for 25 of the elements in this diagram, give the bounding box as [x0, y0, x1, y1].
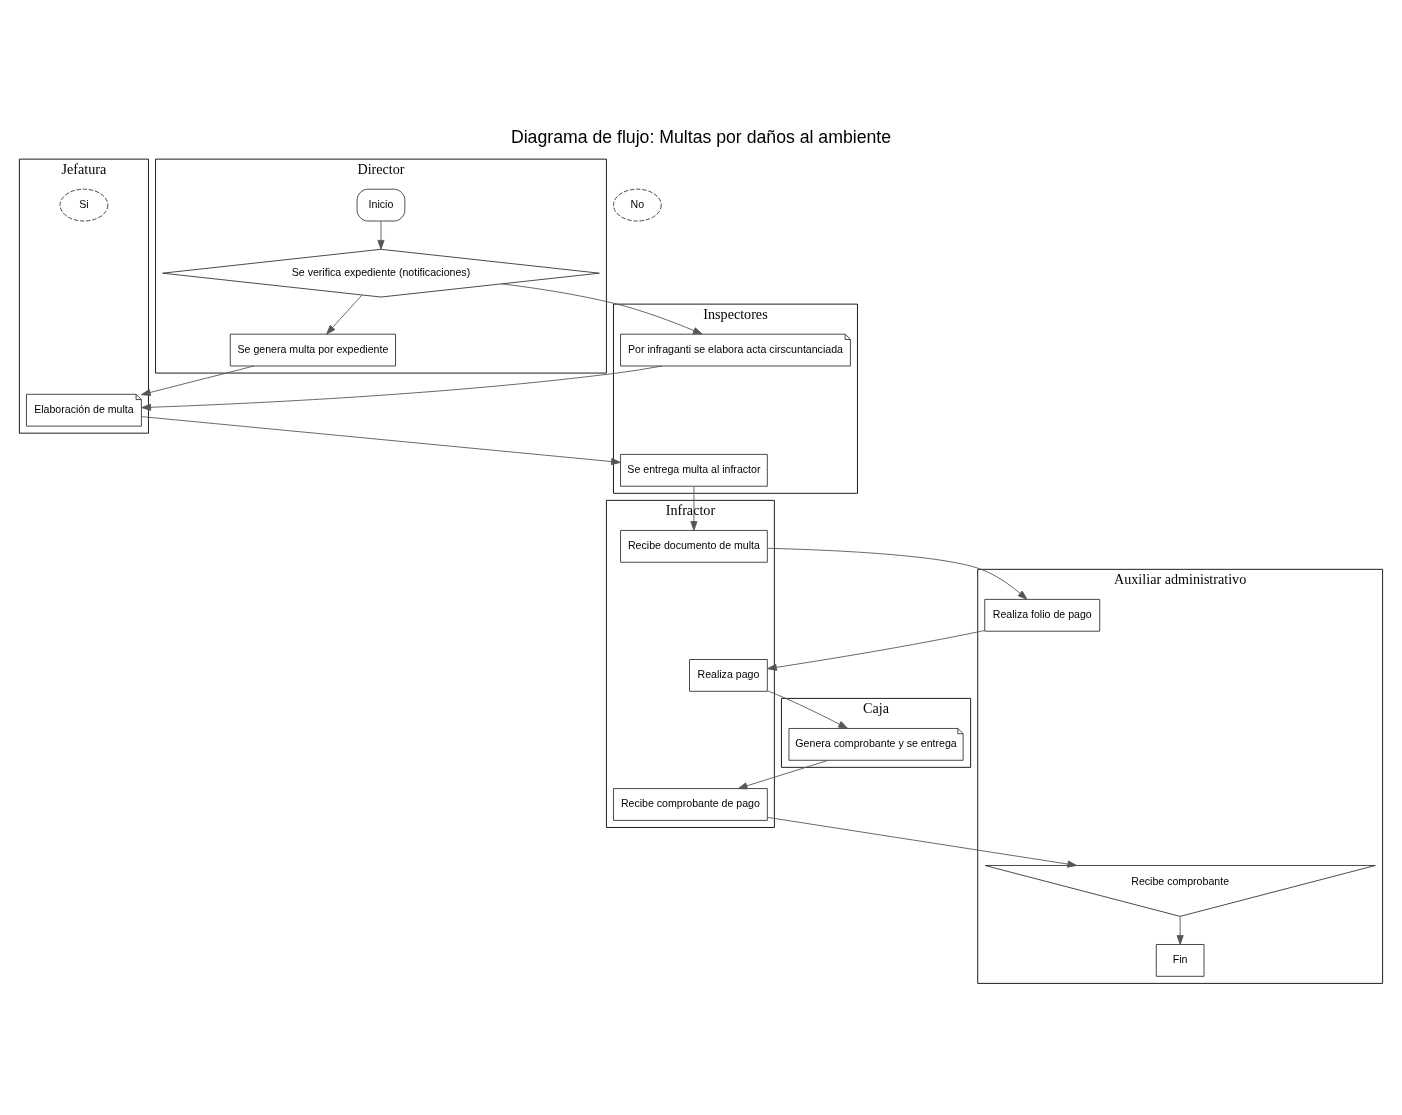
node-ellipse: No	[613, 188, 662, 221]
arrow	[501, 282, 703, 335]
arrow	[141, 415, 621, 465]
node-diamond: Se verifica expediente (notificaciones)	[162, 248, 600, 297]
arrow	[767, 629, 985, 671]
arrow	[737, 759, 829, 789]
node-box: Recibe comprobante de pago	[613, 787, 768, 821]
arrow	[766, 547, 1028, 600]
node-box: Se entrega multa al infractor	[620, 453, 768, 487]
arrow	[1176, 915, 1184, 945]
arrow	[767, 816, 1078, 868]
arrow	[140, 365, 255, 396]
node-ellipse: Si	[59, 188, 109, 221]
node-box: Recibe documento de multa	[620, 529, 768, 563]
node-box: Se genera multa por expediente	[229, 333, 396, 366]
diagram-title: Diagrama de flujo: Multas por daños al ambiente	[510, 126, 892, 147]
arrow	[141, 365, 663, 411]
node-box: Fin	[1155, 943, 1205, 977]
arrow	[767, 689, 848, 729]
node-box: Realiza pago	[689, 658, 768, 692]
node-box: Inicio	[356, 188, 406, 221]
arrow	[690, 485, 698, 531]
arrow	[377, 220, 385, 250]
arrow	[326, 294, 363, 335]
node-box: Realiza folio de pago	[984, 598, 1101, 632]
